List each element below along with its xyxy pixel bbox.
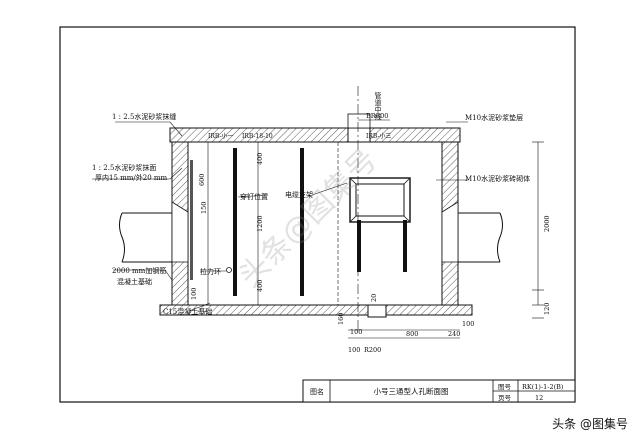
dim-120: 120 bbox=[543, 303, 551, 315]
dim-1200: 1200 bbox=[256, 215, 264, 232]
dimension-lines bbox=[207, 119, 544, 339]
label-cover-left: IRB-小一 bbox=[208, 132, 233, 140]
dim-100b: 100 bbox=[348, 346, 360, 354]
label-m10-cushion: M10水泥砂浆垫层 bbox=[465, 113, 523, 122]
window-frame bbox=[349, 177, 411, 223]
dim-160: 160 bbox=[337, 313, 345, 325]
dim-100a: 100 bbox=[350, 328, 362, 336]
label-penetration: 穿钉位置 bbox=[240, 192, 268, 201]
pull-ring bbox=[226, 267, 232, 273]
title-label-atlas: 图号 bbox=[498, 383, 512, 391]
label-mortar-joint: 1 : 2.5水泥砂浆抹缝 bbox=[112, 112, 176, 121]
dim-20: 20 bbox=[370, 294, 378, 302]
title-label-name: 图名 bbox=[310, 387, 324, 396]
label-m10-brick: M10水泥砂浆砖砌体 bbox=[465, 174, 530, 183]
label-c15-base: C15混凝土基础 bbox=[163, 307, 212, 316]
left-wall bbox=[171, 141, 189, 306]
right-wall bbox=[441, 141, 459, 306]
left-pipe bbox=[119, 212, 172, 263]
title-block: 图名 小号三通型人孔断面图 图号 RK(1)-1-2(B) 页号 12 bbox=[302, 379, 576, 403]
dim-400-top: 400 bbox=[256, 153, 264, 165]
dim-600: 600 bbox=[198, 174, 206, 186]
label-cover-right: IRB-小三 bbox=[366, 132, 391, 140]
dim-800: 800 bbox=[406, 330, 418, 338]
dim-100c: 100 bbox=[462, 320, 474, 328]
label-plaster-thickness: 厚内15 mm/外20 mm bbox=[95, 173, 168, 182]
cable-supports bbox=[190, 148, 407, 296]
dim-240: 240 bbox=[448, 330, 460, 338]
dim-100: 100 bbox=[190, 288, 198, 300]
dim-400-bot: 400 bbox=[256, 280, 264, 292]
cover-slab bbox=[169, 113, 461, 143]
label-pipe-centerline: 管道中线 bbox=[374, 91, 382, 120]
footer-credit: 头条 @图集号 bbox=[552, 416, 628, 431]
label-beam: 2000 mm加钢筋 bbox=[112, 266, 166, 275]
dim-r200: R200 bbox=[364, 346, 381, 354]
atlas-number: RK(1)-1-2(B) bbox=[522, 383, 564, 391]
leader-lines bbox=[92, 121, 468, 312]
drawing-title: 小号三通型人孔断面图 bbox=[374, 386, 449, 396]
dim-top-br: BR bbox=[366, 112, 377, 120]
label-mortar-plaster: 1 : 2.5水泥砂浆抹面 bbox=[92, 163, 156, 172]
label-cable-bracket: 电缆支架 bbox=[285, 190, 313, 199]
label-cover-mid: IRB-18-10 bbox=[242, 133, 273, 140]
right-pipe bbox=[458, 212, 503, 263]
title-label-page: 页号 bbox=[498, 394, 512, 402]
dim-top-800: 800 bbox=[376, 112, 388, 120]
label-pull-ring: 拉力环 bbox=[200, 267, 221, 276]
dim-150: 150 bbox=[200, 202, 208, 214]
page-number: 12 bbox=[535, 394, 543, 402]
dim-2000: 2000 bbox=[543, 215, 551, 232]
label-beam-2: 混凝土基础 bbox=[117, 277, 152, 286]
